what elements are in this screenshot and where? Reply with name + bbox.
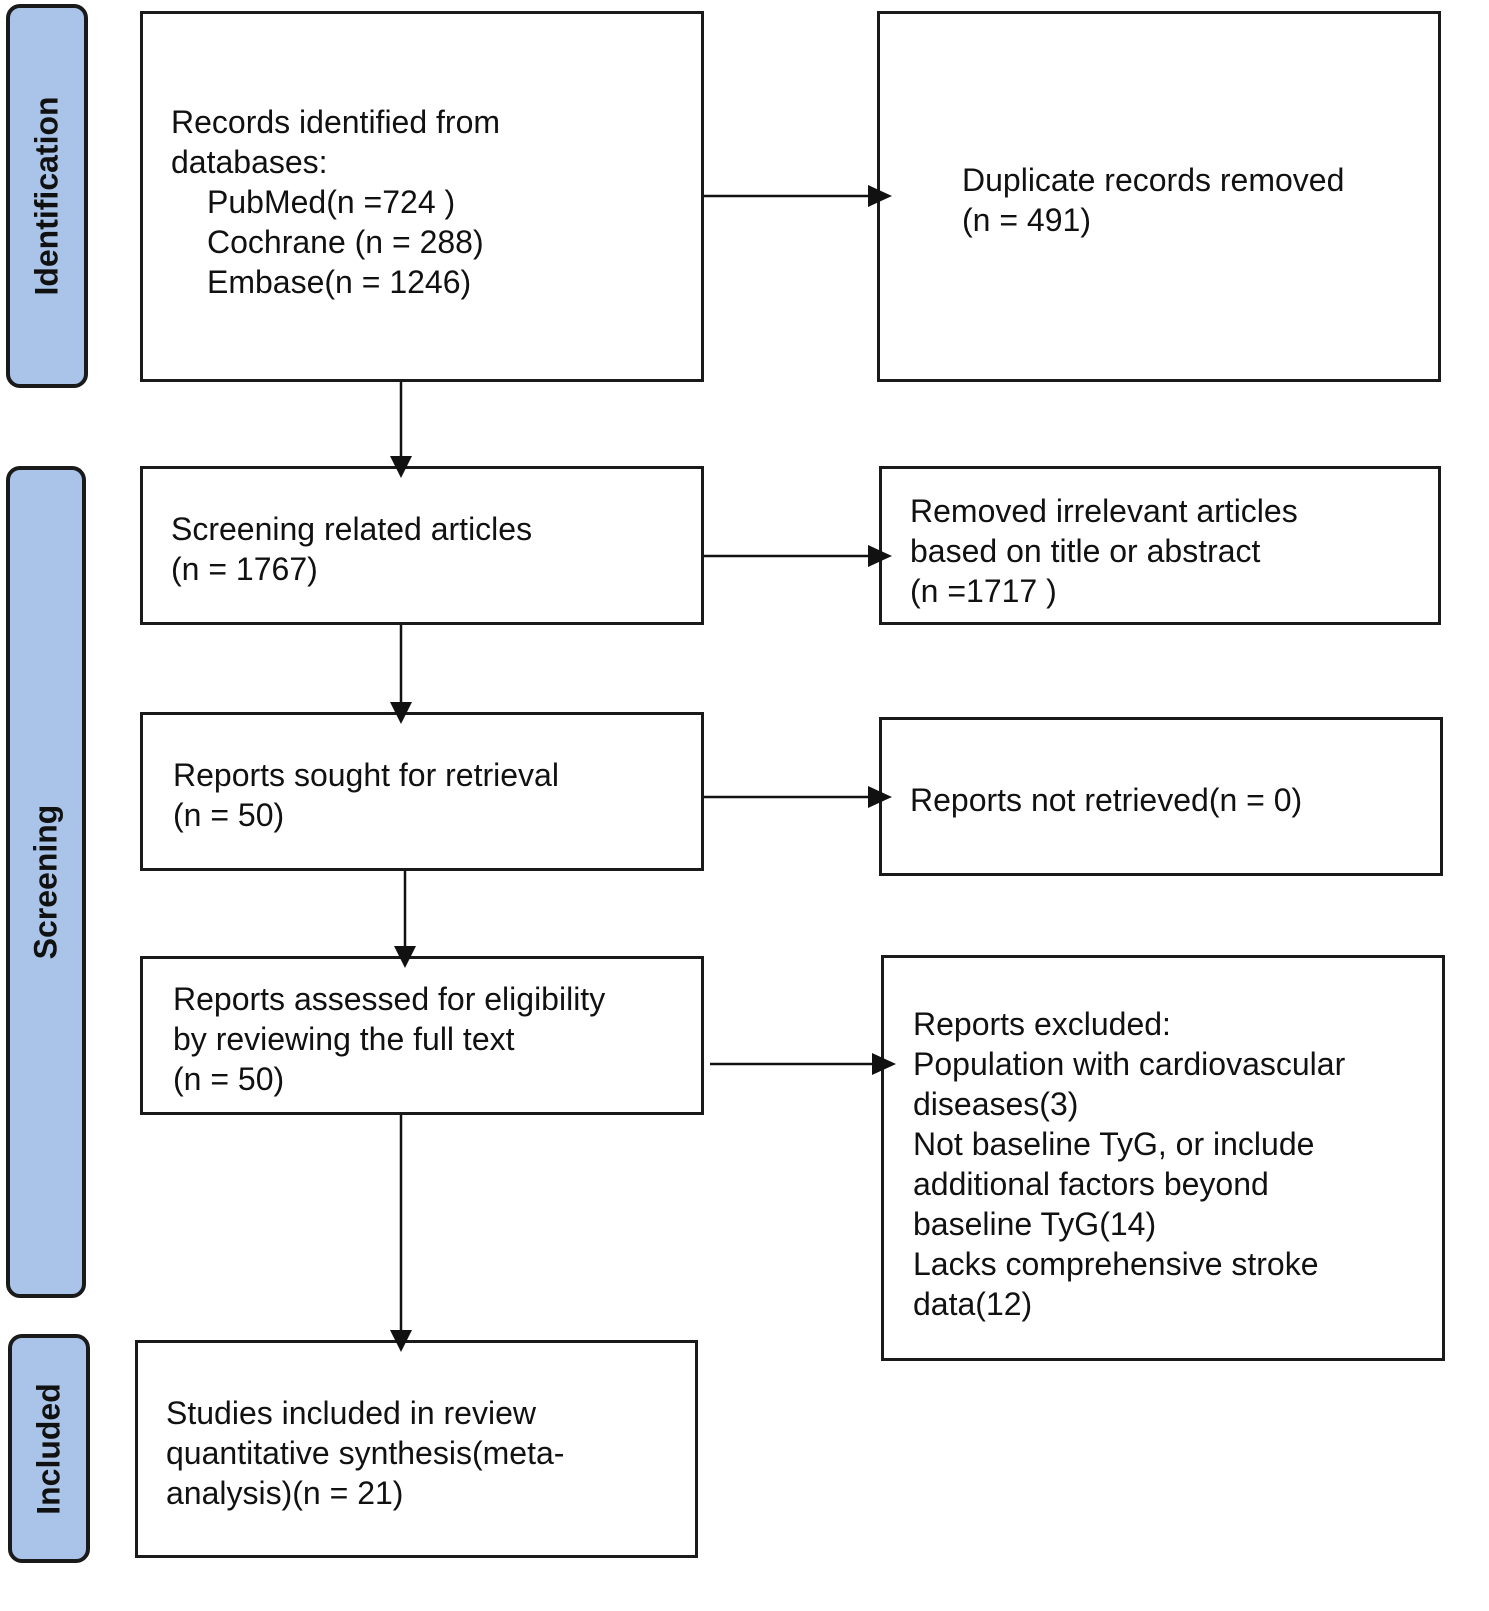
studies-included-box: Studies included in review quantitative … — [135, 1340, 698, 1558]
excluded-line-5: additional factors beyond — [913, 1166, 1269, 1202]
excluded-line-6: baseline TyG(14) — [913, 1206, 1157, 1242]
excluded-line-7: Lacks comprehensive stroke — [913, 1246, 1319, 1282]
records-identified-box: Records identified from databases: PubMe… — [140, 11, 704, 382]
excluded-line-1: Reports excluded: — [913, 1006, 1171, 1042]
irrelevant-line-2: based on title or abstract — [910, 533, 1261, 569]
duplicates-removed-box: Duplicate records removed (n = 491) — [877, 11, 1441, 382]
not-retrieved-line-1: Reports not retrieved(n = 0) — [910, 782, 1303, 818]
duplicates-line-1: Duplicate records removed — [962, 162, 1345, 198]
reports-sought-box: Reports sought for retrieval (n = 50) — [140, 712, 704, 871]
excluded-line-8: data(12) — [913, 1286, 1033, 1322]
phase-screening: Screening — [6, 466, 86, 1298]
excluded-line-4: Not baseline TyG, or include — [913, 1126, 1315, 1162]
sought-line-1: Reports sought for retrieval — [173, 757, 559, 793]
irrelevant-line-3: (n =1717 ) — [910, 573, 1057, 609]
phase-identification: Identification — [6, 4, 88, 388]
arrowhead-records-to-duplicates — [868, 185, 892, 207]
arrowhead-screening-to-sought — [390, 702, 412, 724]
included-line-3: analysis)(n = 21) — [166, 1475, 404, 1511]
records-line-1: Records identified from — [171, 104, 501, 140]
included-line-1: Studies included in review — [166, 1395, 536, 1431]
phase-included: Included — [8, 1334, 90, 1563]
arrowhead-screening-to-irrelevant — [868, 545, 892, 567]
screening-line-2: (n = 1767) — [171, 551, 318, 587]
reports-assessed-box: Reports assessed for eligibility by revi… — [140, 956, 704, 1115]
reports-excluded-box: Reports excluded: Population with cardio… — [881, 955, 1445, 1361]
assessed-line-3: (n = 50) — [173, 1061, 285, 1097]
records-pubmed: PubMed(n =724 ) — [207, 184, 456, 220]
arrowhead-sought-to-not-retrieved — [868, 786, 892, 808]
included-line-2: quantitative synthesis(meta- — [166, 1435, 565, 1471]
excluded-line-2: Population with cardiovascular — [913, 1046, 1346, 1082]
records-line-2: databases: — [171, 144, 328, 180]
screening-line-1: Screening related articles — [171, 511, 533, 547]
assessed-line-2: by reviewing the full text — [173, 1021, 515, 1057]
duplicates-line-2: (n = 491) — [962, 202, 1091, 238]
screening-box: Screening related articles (n = 1767) — [140, 466, 704, 625]
not-retrieved-box: Reports not retrieved(n = 0) — [879, 717, 1443, 876]
arrowhead-sought-to-assessed — [394, 946, 416, 968]
arrowhead-assessed-to-excluded — [872, 1053, 896, 1075]
assessed-line-1: Reports assessed for eligibility — [173, 981, 606, 1017]
records-embase: Embase(n = 1246) — [207, 264, 472, 300]
sought-line-2: (n = 50) — [173, 797, 285, 833]
records-cochrane: Cochrane (n = 288) — [207, 224, 484, 260]
irrelevant-removed-box: Removed irrelevant articles based on tit… — [879, 466, 1441, 625]
irrelevant-line-1: Removed irrelevant articles — [910, 493, 1298, 529]
arrowhead-records-to-screening — [390, 456, 412, 478]
excluded-line-3: diseases(3) — [913, 1086, 1079, 1122]
arrowhead-assessed-to-included — [390, 1330, 412, 1352]
